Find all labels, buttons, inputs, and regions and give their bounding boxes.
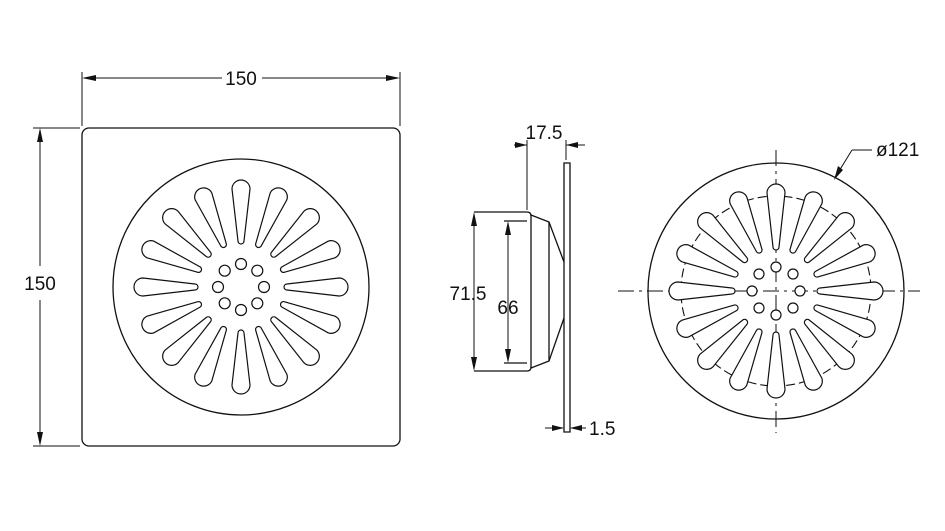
grate-slot: [803, 318, 855, 370]
grate-slot: [255, 325, 288, 387]
grate-slot: [141, 240, 203, 273]
grate-slot: [270, 316, 320, 366]
grate-slot: [162, 208, 212, 258]
grate-slot: [141, 301, 203, 334]
side-depth-label: 17.5: [526, 123, 563, 144]
grate-slot: [255, 187, 288, 249]
side-body: [530, 214, 565, 369]
plate-thickness-dimension: 1.5: [545, 419, 615, 440]
grate-slot: [789, 191, 823, 254]
grate-hole: [794, 285, 806, 297]
grate-hole: [753, 268, 765, 280]
front-grate-holes: [211, 257, 271, 317]
grate-hole: [234, 303, 248, 317]
grate-hole: [787, 268, 799, 280]
side-outer-height-dimension: 71.5: [450, 212, 487, 371]
plate-thickness-label: 1.5: [589, 419, 615, 440]
grate-slot: [676, 304, 739, 338]
grate-slot: [766, 183, 786, 251]
grate-hole: [257, 280, 271, 294]
front-view: 150 150: [24, 69, 401, 447]
round-grate-outline: [112, 158, 370, 416]
rear-view: ø121: [618, 140, 920, 433]
grate-slot: [676, 244, 739, 278]
side-depth-dimension: 17.5: [514, 123, 585, 210]
rear-outer-circle: [647, 162, 905, 420]
grate-slot: [803, 212, 855, 264]
rear-grate-slots: [668, 183, 884, 399]
grate-hole: [746, 285, 758, 297]
rear-diameter-leader: ø121: [834, 140, 919, 180]
grate-slot: [729, 328, 763, 391]
grate-slot: [279, 301, 341, 334]
side-outer-height-label: 71.5: [450, 284, 487, 305]
grate-slot: [133, 277, 199, 297]
grate-slot: [813, 304, 876, 338]
front-height-dimension: 150: [24, 127, 80, 447]
grate-hole: [211, 280, 225, 294]
grate-hole: [234, 257, 248, 271]
front-width-dimension: 150: [81, 69, 401, 126]
grate-slot: [766, 331, 786, 399]
grate-slot: [194, 325, 227, 387]
grate-hole: [770, 309, 782, 321]
grate-hole: [753, 302, 765, 314]
square-plate-outline: [81, 127, 401, 447]
side-plate: [563, 162, 571, 433]
grate-slot: [231, 179, 251, 245]
grate-slot: [270, 208, 320, 258]
grate-hole: [218, 297, 231, 310]
front-width-label: 150: [225, 69, 257, 90]
side-view: 17.5 71.5 66 1.5: [450, 123, 616, 440]
grate-hole: [770, 261, 782, 273]
grate-slot: [697, 212, 749, 264]
front-height-label: 150: [24, 274, 56, 295]
grate-hole: [218, 264, 231, 277]
grate-slot: [816, 281, 884, 301]
grate-slot: [279, 240, 341, 273]
grate-slot: [162, 316, 212, 366]
grate-hole: [787, 302, 799, 314]
grate-slot: [668, 281, 736, 301]
grate-slot: [789, 328, 823, 391]
grate-hole: [251, 264, 264, 277]
side-inner-height-label: 66: [497, 298, 518, 319]
grate-slot: [231, 329, 251, 395]
grate-slot: [697, 318, 749, 370]
grate-slot: [729, 191, 763, 254]
grate-slot: [813, 244, 876, 278]
grate-slot: [283, 277, 349, 297]
grate-slot: [194, 187, 227, 249]
front-grate-slots: [133, 179, 349, 395]
grate-hole: [251, 297, 264, 310]
side-inner-height-dimension: 66: [497, 221, 519, 363]
rear-grate-holes: [746, 261, 806, 321]
rear-diameter-label: ø121: [876, 140, 919, 161]
